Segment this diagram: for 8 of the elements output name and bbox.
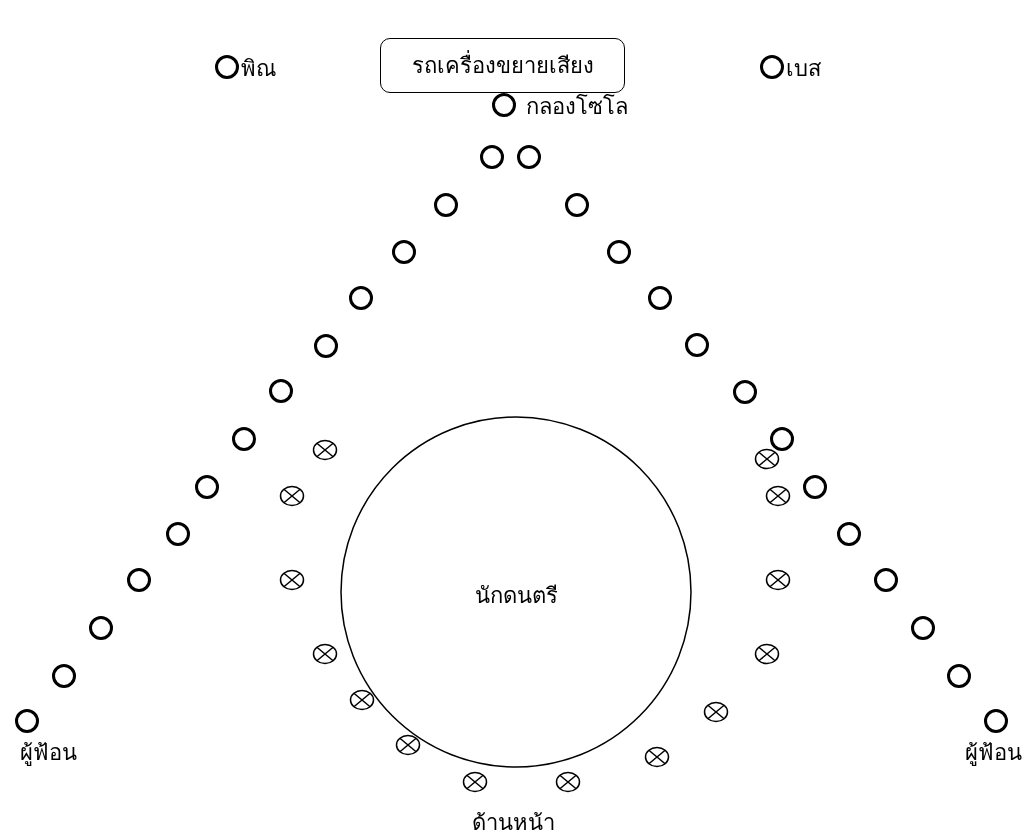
area-label: นักดนตรี	[474, 582, 558, 610]
instrument-label: กลองโซโล	[526, 93, 628, 121]
dancer-label: ผู้ฟ้อน	[20, 739, 77, 768]
front-label: ด้านหน้า	[472, 809, 555, 837]
dancer-label: ผู้ฟ้อน	[965, 739, 1022, 768]
vehicle-box: รถเครื่องขยายเสียง	[380, 38, 625, 93]
instrument-label: เบส	[786, 55, 821, 83]
instrument-label: พิณ	[241, 55, 276, 83]
